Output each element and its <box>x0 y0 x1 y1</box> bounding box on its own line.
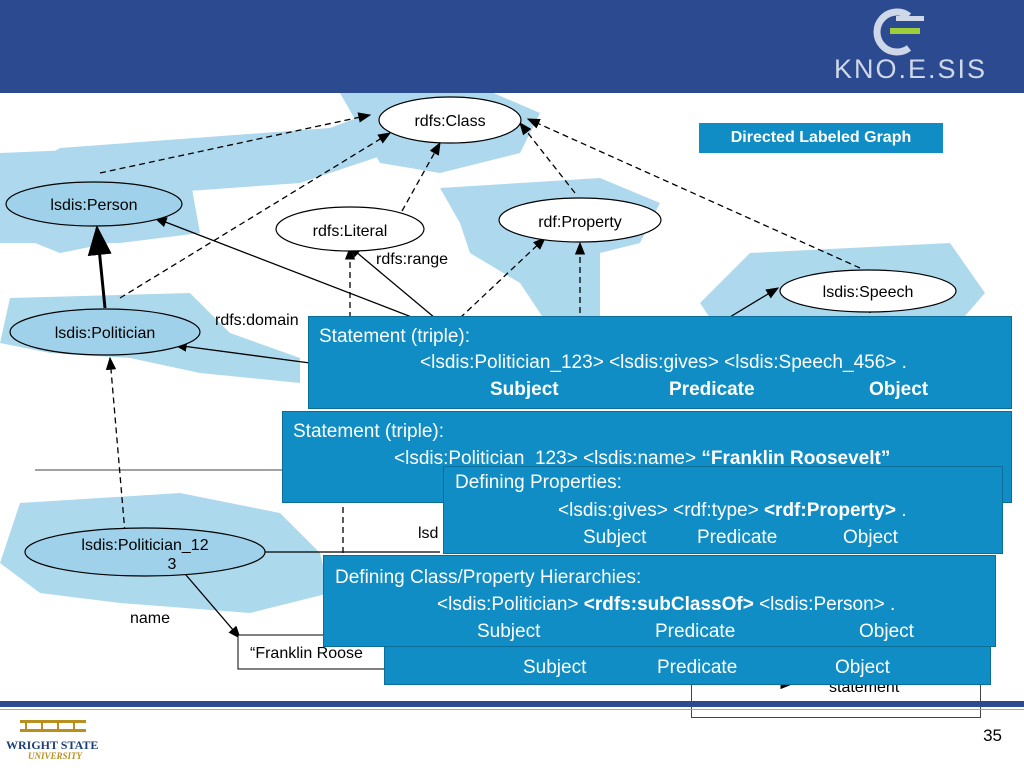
callout-defining-hierarchies: Defining Class/Property Hierarchies: <ls… <box>323 555 996 647</box>
edge-literal-class <box>401 141 441 212</box>
callout-title: Defining Properties: <box>455 472 622 493</box>
edge-label-rdfs-range: rdfs:range <box>376 251 448 268</box>
slide-stage: rdfs:Class lsdis:Person rdfs:Literal rdf… <box>0 93 1024 718</box>
edge-person-class <box>99 112 372 174</box>
edge-domain-person <box>153 217 441 329</box>
university-subtitle: UNIVERSITY <box>28 751 83 761</box>
svg-text:3: 3 <box>168 556 177 573</box>
edge-property-class <box>519 121 576 194</box>
triple-text: <lsdis:gives> <rdf:type> <rdf:Property> … <box>558 500 907 521</box>
svg-text:lsdis:Politician: lsdis:Politician <box>55 325 155 342</box>
knoesis-e-logo-icon <box>873 8 924 56</box>
svg-text:lsdis:Speech: lsdis:Speech <box>823 284 914 301</box>
knoesis-logo: KNO.E.SIS <box>804 8 1004 84</box>
node-rdf-property[interactable]: rdf:Property <box>498 197 662 243</box>
directed-labeled-graph-badge: Directed Labeled Graph <box>699 123 943 153</box>
university-name: WRIGHT STATE <box>6 738 99 752</box>
triple-text: <lsdis:Politician_123> <lsdis:name> “Fra… <box>394 448 891 469</box>
svg-text:lsdis:Person: lsdis:Person <box>50 197 137 214</box>
object-label: Object <box>835 657 890 678</box>
edge-subclassof <box>87 225 112 309</box>
node-lsdis-speech[interactable]: lsdis:Speech <box>779 269 957 313</box>
node-rdfs-literal[interactable]: rdfs:Literal <box>275 206 425 252</box>
object-label: Object <box>869 379 929 400</box>
edge-domain <box>173 341 311 364</box>
wright-flyer-icon <box>20 720 86 732</box>
node-lsdis-person[interactable]: lsdis:Person <box>5 181 183 227</box>
edge-label-lsd: lsd <box>418 525 438 542</box>
object-label: Object <box>843 527 898 548</box>
callout-title: Statement (triple): <box>319 326 470 347</box>
footer-bar <box>0 701 1024 707</box>
predicate-label: Predicate <box>697 527 778 548</box>
wright-state-logo: WRIGHT STATE UNIVERSITY <box>6 714 106 764</box>
callout-statement-name: Statement (triple): <lsdis:Politician_12… <box>282 411 1012 503</box>
edge-name <box>179 567 241 639</box>
header-bar: KNO.E.SIS <box>0 0 1024 93</box>
svg-text:lsdis:Politician_12: lsdis:Politician_12 <box>81 537 208 554</box>
predicate-label: Predicate <box>657 657 738 678</box>
edge-politician-class <box>119 132 392 299</box>
svg-text:rdf:Property: rdf:Property <box>538 214 622 231</box>
edge-label-name: name <box>130 610 170 627</box>
logo-text: KNO.E.SIS <box>834 54 988 84</box>
footer-rule <box>0 709 1024 710</box>
subject-label: Subject <box>583 527 647 548</box>
rdf-graph: rdfs:Class lsdis:Person rdfs:Literal rdf… <box>0 93 985 670</box>
predicate-label: Predicate <box>655 621 736 642</box>
subject-label: Subject <box>490 379 559 400</box>
svg-text:rdfs:Literal: rdfs:Literal <box>313 223 388 240</box>
predicate-label: Predicate <box>669 379 755 400</box>
svg-text:“Franklin Roose: “Franklin Roose <box>250 645 363 662</box>
edge-label-rdfs-domain: rdfs:domain <box>215 312 299 329</box>
callout-title: Defining Class/Property Hierarchies: <box>335 567 642 588</box>
edge-range <box>348 245 436 319</box>
node-lsdis-politician[interactable]: lsdis:Politician <box>9 308 201 356</box>
edge-speech-class <box>526 118 861 269</box>
node-rdfs-class[interactable]: rdfs:Class <box>378 96 522 144</box>
triple-text: <lsdis:Politician_123> <lsdis:gives> <ls… <box>420 352 907 373</box>
subject-label: Subject <box>477 621 541 642</box>
subject-label: Subject <box>523 657 587 678</box>
callout-statement-gives: Statement (triple): <lsdis:Politician_12… <box>308 316 1012 409</box>
triple-text: <lsdis:Politician> <rdfs:subClassOf> <ls… <box>437 594 896 615</box>
node-politician-123[interactable]: lsdis:Politician_12 3 <box>24 527 266 577</box>
callout-title: Statement (triple): <box>293 421 444 442</box>
page-number: 35 <box>983 726 1002 745</box>
object-label: Object <box>859 621 914 642</box>
callout-defining-properties: Defining Properties: <lsdis:gives> <rdf:… <box>443 466 1003 554</box>
svg-text:rdfs:Class: rdfs:Class <box>414 113 485 130</box>
